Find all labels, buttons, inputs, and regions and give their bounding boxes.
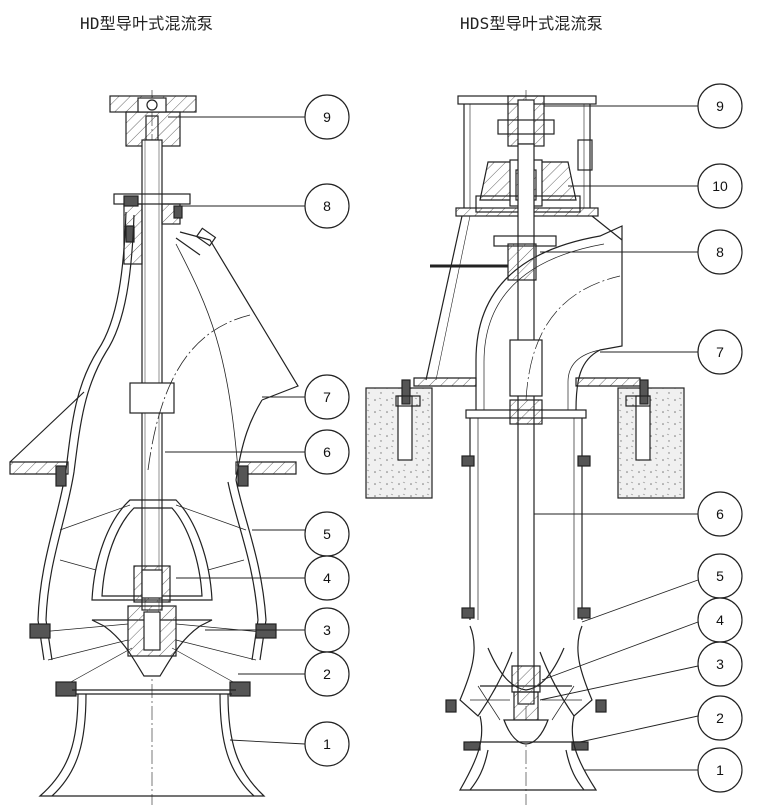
hd-impeller <box>39 605 263 689</box>
hds-column-pipe <box>461 409 591 620</box>
hds-floor-plate <box>413 377 477 387</box>
hds-callout-circle-9 <box>697 83 743 129</box>
hd-diffuser-bowl <box>91 499 213 601</box>
hd-casing-right <box>235 479 267 661</box>
hds-callout-label-2: 2 <box>716 710 724 726</box>
hd-top-coupling <box>109 95 197 147</box>
hds-discharge-elbow <box>430 225 623 411</box>
hd-callout-label-2: 2 <box>323 666 331 682</box>
hds-concrete-foundation <box>365 379 685 499</box>
hds-callout-label-3: 3 <box>716 656 724 672</box>
hd-callout-circle-6 <box>304 429 350 475</box>
hds-callout-label-6: 6 <box>716 506 724 522</box>
hd-callout-circle-8 <box>304 183 350 229</box>
hd-pump-title: HD型导叶式混流泵 <box>80 14 214 33</box>
hd-callout-label-3: 3 <box>323 622 331 638</box>
hds-callout-circle-2 <box>697 695 743 741</box>
hd-callout-label-4: 4 <box>323 570 331 586</box>
hds-callout-circle-6 <box>697 491 743 537</box>
hds-callout-label-1: 1 <box>716 762 724 778</box>
hd-callout-circle-7 <box>304 374 350 420</box>
hd-pump <box>9 90 299 805</box>
hds-callout-circle-7 <box>697 329 743 375</box>
hd-discharge-elbow <box>179 231 299 401</box>
hd-callout-circle-4 <box>304 555 350 601</box>
hds-callout-circle-3 <box>697 641 743 687</box>
hds-callout-label-8: 8 <box>716 244 724 260</box>
hds-callout-label-5: 5 <box>716 568 724 584</box>
hds-pump-title: HDS型导叶式混流泵 <box>460 14 603 33</box>
hd-shaft-coupling <box>129 382 175 414</box>
hd-flange-bolts <box>29 195 277 697</box>
hds-callout-label-9: 9 <box>716 98 724 114</box>
leader-lines <box>165 105 699 771</box>
hd-callout-group: 9 8 7 6 5 4 3 2 1 <box>304 94 350 767</box>
hds-callout-label-7: 7 <box>716 344 724 360</box>
hds-callout-label-4: 4 <box>716 612 724 628</box>
hds-callout-circle-10 <box>697 163 743 209</box>
hd-callout-circle-2 <box>304 651 350 697</box>
hd-base-plate <box>9 391 297 487</box>
hds-pump <box>365 90 685 805</box>
hd-callout-label-9: 9 <box>323 109 331 125</box>
hd-callout-label-8: 8 <box>323 198 331 214</box>
hd-callout-circle-1 <box>304 721 350 767</box>
hd-callout-label-6: 6 <box>323 444 331 460</box>
hds-callout-circle-8 <box>697 229 743 275</box>
hds-impeller <box>445 665 607 745</box>
hd-callout-label-1: 1 <box>323 736 331 752</box>
hds-callout-circle-1 <box>697 747 743 793</box>
hds-callout-label-10: 10 <box>712 178 728 194</box>
hds-callout-group: 9 10 8 7 6 5 4 3 2 1 <box>697 83 743 793</box>
hd-callout-circle-9 <box>304 94 350 140</box>
hd-casing-left <box>37 211 127 661</box>
hd-callout-label-7: 7 <box>323 389 331 405</box>
hd-callout-label-5: 5 <box>323 526 331 542</box>
